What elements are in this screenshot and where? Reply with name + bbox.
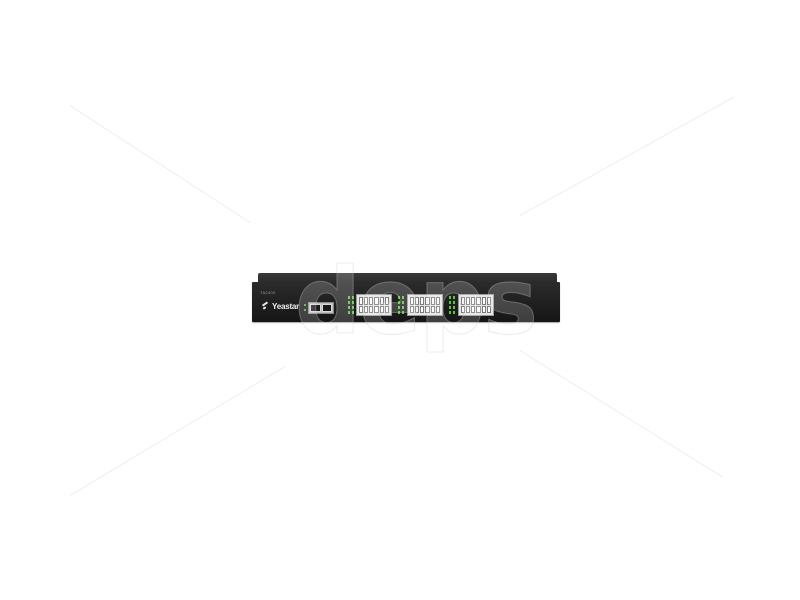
brand-name: Yeastar: [272, 302, 300, 311]
yeastar-logo-icon: [261, 302, 270, 311]
ethernet-port-icon: [310, 304, 321, 312]
watermark-line: [70, 366, 285, 496]
brand-logo: Yeastar: [261, 302, 299, 311]
status-led: [304, 304, 306, 306]
model-label: TA2400: [260, 290, 276, 295]
watermark-line: [69, 105, 251, 223]
device-top-edge: [258, 273, 557, 283]
watermark-line: [520, 96, 735, 216]
watermark-line: [519, 350, 724, 479]
port-leds: [348, 296, 354, 314]
fxs-port-block: [356, 294, 392, 316]
voip-gateway: TA2400 Yeastar: [252, 282, 560, 322]
ethernet-port-icon: [321, 304, 332, 312]
fxs-port-block: [458, 294, 494, 316]
port-leds: [449, 296, 455, 314]
status-led: [304, 309, 306, 311]
port-leds: [398, 296, 404, 314]
fxs-port-block: [407, 294, 443, 316]
network-ports: [308, 302, 334, 314]
